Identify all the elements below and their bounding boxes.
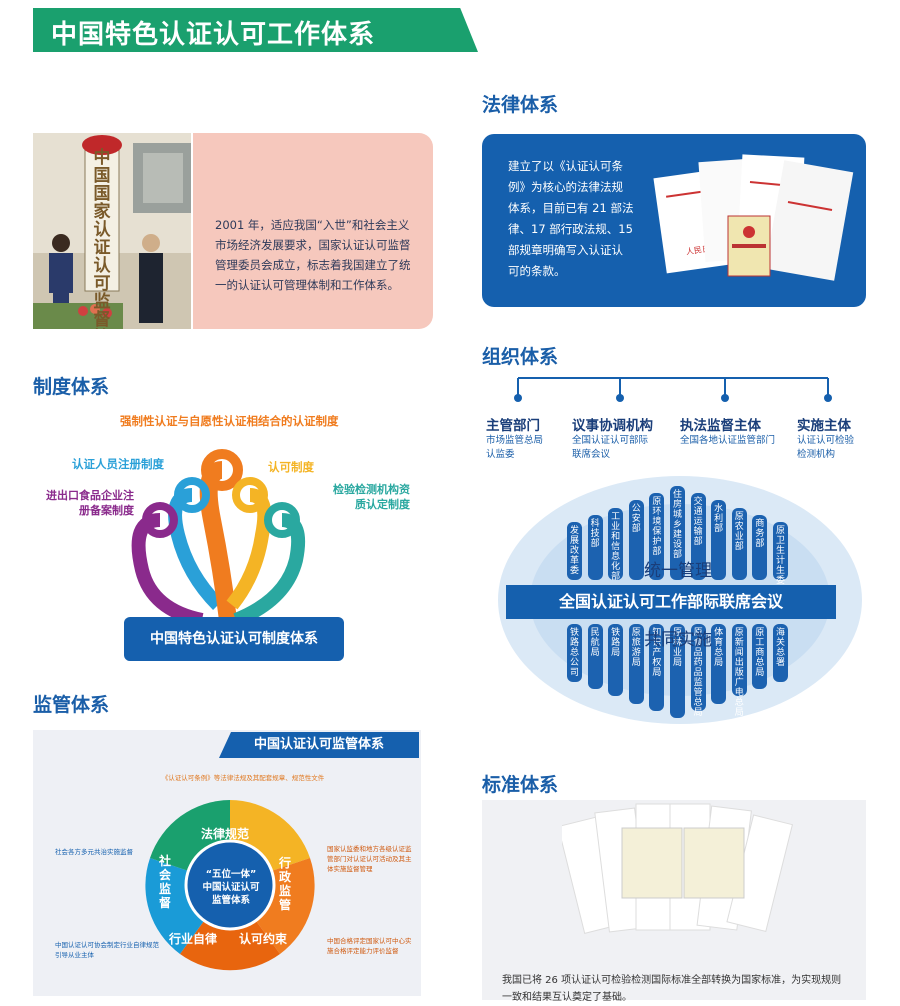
supervise-left-bottom: 中国认证认可协会制定行业自律规范引导从业主体 <box>55 941 159 959</box>
department-bar: 水利部 <box>711 500 727 580</box>
department-bar: 公安部 <box>628 500 644 580</box>
org-node-4: 实施主体 认证认可检验检测机构 <box>797 418 855 460</box>
supervise-section-title: 监管体系 <box>33 694 110 716</box>
law-documents-image: 人民日报 <box>653 154 854 281</box>
department-bar: 原环境保护部 <box>649 493 665 580</box>
segment-law: 法律规范 <box>201 827 250 841</box>
department-bar: 原工商总局 <box>752 624 768 689</box>
zhidu-personnel-label: 认证人员注册制度 <box>72 457 164 471</box>
org-section-title: 组织体系 <box>482 346 559 368</box>
zhidu-lab-label: 检验检测机构资质认定制度 <box>333 483 410 511</box>
zhidu-top-label: 强制性认证与自愿性认证相结合的认证制度 <box>120 414 339 428</box>
supervise-top-note: 《认证认可条例》等法律法规及其配套规章、规范性文件 <box>161 774 325 782</box>
department-bar: 科技部 <box>587 515 603 580</box>
supervise-right-bottom: 中国合格评定国家认可中心实施合格评定能力评价监督 <box>327 937 412 955</box>
supervise-wheel <box>145 800 315 971</box>
law-text: 建立了以《认证认可条例》为核心的法律法规体系，目前已有 21 部法律、17 部行… <box>508 159 634 278</box>
department-bar: 体育总局 <box>711 624 727 704</box>
department-bar: 民航局 <box>587 624 603 689</box>
segment-accreditation: 认可约束 <box>239 932 288 946</box>
department-bar: 原新闻出版广电总局 <box>731 624 747 718</box>
intro-text: 2001 年，适应我国“入世”和社会主义市场经济发展要求，国家认证认可监督管理委… <box>215 218 411 292</box>
department-bar: 工业和信息化部 <box>608 508 624 582</box>
department-bar: 原农业部 <box>731 508 747 580</box>
law-card: 建立了以《认证认可条例》为核心的法律法规体系，目前已有 21 部法律、17 部行… <box>482 134 866 307</box>
department-bar: 原卫生计生委 <box>773 522 788 586</box>
department-bar: 知识产权局 <box>649 624 665 711</box>
page-title: 中国特色认证认可工作体系 <box>51 20 376 50</box>
department-bar: 原食品药品监管总局 <box>690 624 706 718</box>
department-bar: 原旅游局 <box>628 624 644 704</box>
supervise-left-top: 社会各方多元共治实施监督 <box>55 848 133 856</box>
zhidu-base-banner: 中国特色认证认可制度体系 <box>124 617 344 661</box>
law-section-title: 法律体系 <box>482 94 559 116</box>
department-bar: 交通运输部 <box>690 493 706 580</box>
supervise-card: 中国认证认可监管体系 《认证认可条例》等法律法规及其配套规章、规范性文件 法律规… <box>33 730 421 996</box>
segment-admin: 行政监管 <box>279 856 292 912</box>
department-bar: 商务部 <box>752 515 768 580</box>
department-bar: 发展改革委 <box>567 522 582 580</box>
unify-label: 统一管理 <box>644 561 712 581</box>
department-bar: 原林业局 <box>670 624 685 718</box>
zhidu-export-label: 进出口食品企业注册备案制度 <box>46 489 134 517</box>
intro-card: 2001 年，适应我国“入世”和社会主义市场经济发展要求，国家认证认可监督管理委… <box>193 133 433 329</box>
common-label: 共同实施 <box>644 630 712 650</box>
joint-meeting-banner: 全国认证认可工作部际联席会议 <box>506 585 836 619</box>
standard-text: 我国已将 26 项认证认可检验检测国际标准全部转换为国家标准，为实现规则一致和结… <box>502 975 842 1003</box>
supervise-banner: 中国认证认可监管体系 <box>219 732 419 758</box>
department-bar: 铁路局 <box>608 624 624 696</box>
segment-social: 社会监督 <box>159 854 172 910</box>
org-node-2: 议事协调机构 全国认证认可部际联席会议 <box>572 418 653 460</box>
org-node-3: 执法监督主体 全国各地认证监管部门 <box>680 418 776 446</box>
plaque-text: 中国国家认证认可监督管理委员会 <box>93 148 111 329</box>
inauguration-photo: 中国国家认证认可监督管理委员会 <box>33 133 191 329</box>
standard-section-title: 标准体系 <box>482 774 559 796</box>
org-connector-lines <box>514 377 832 402</box>
supervise-right-top: 国家认监委和地方各级认证监管部门对认证认可活动及其主体实施监督管理 <box>327 845 412 873</box>
supervise-center: “五位一体” 中国认证认可 监管体系 <box>202 869 260 906</box>
org-node-1: 主管部门 市场监管总局认监委 <box>486 418 544 460</box>
department-bar: 铁路总公司 <box>567 624 582 682</box>
zhidu-section-title: 制度体系 <box>33 376 110 398</box>
standard-card: 我国已将 26 项认证认可检验检测国际标准全部转换为国家标准，为实现规则一致和结… <box>482 800 866 1003</box>
department-bar: 住房城乡建设部 <box>670 486 685 580</box>
zhidu-ribbon-graphic <box>131 449 306 627</box>
page-header-banner: 中国特色认证认可工作体系 <box>33 8 478 52</box>
department-bar: 海关总署 <box>773 624 788 682</box>
zhidu-accreditation-label: 认可制度 <box>268 460 314 474</box>
segment-industry: 行业自律 <box>169 932 218 946</box>
standard-documents-image <box>562 803 794 934</box>
